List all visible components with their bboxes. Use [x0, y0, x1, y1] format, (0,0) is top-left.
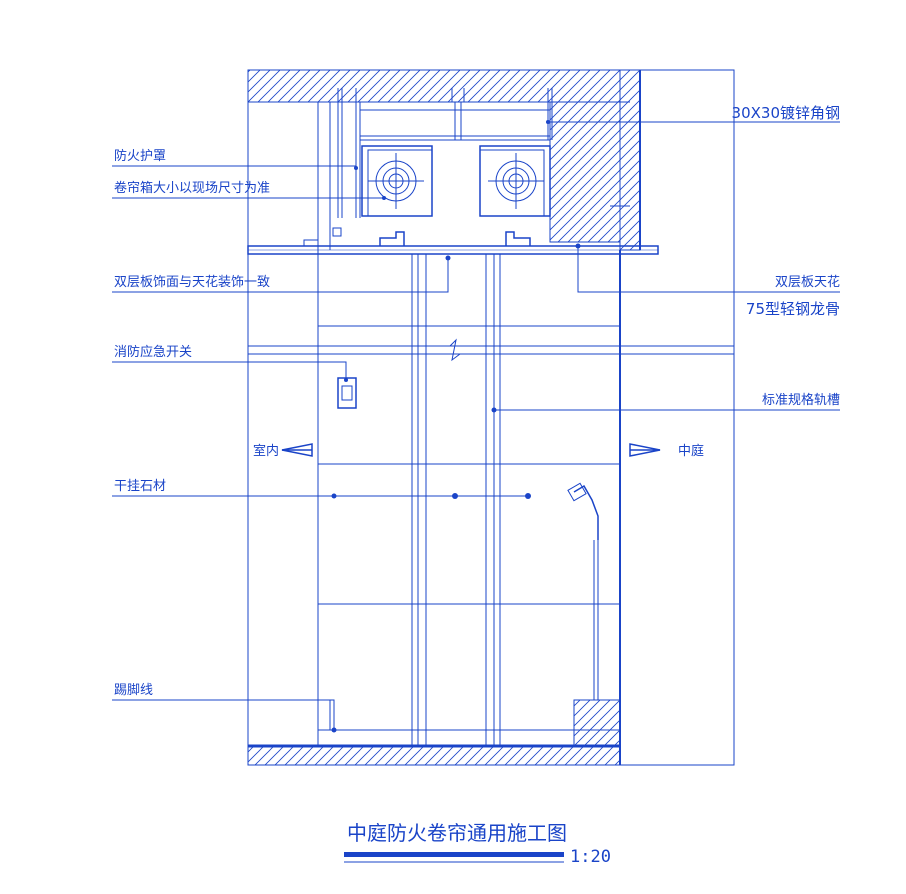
label-indoor: 室内 — [253, 443, 279, 459]
outer-frame — [247, 69, 735, 766]
right-column — [549, 101, 621, 243]
floor-slab — [247, 745, 621, 766]
label-dry-stone: 干挂石材 — [114, 479, 166, 494]
title-underline — [344, 852, 564, 857]
label-keel: 75型轻钢龙骨 — [746, 300, 840, 318]
drawing-scale: 1:20 — [570, 847, 611, 867]
label-track: 标准规格轨槽 — [762, 392, 840, 408]
label-fire-cover: 防火护罩 — [114, 148, 166, 164]
top-slab — [247, 69, 621, 103]
label-box-size: 卷帘箱大小以现场尺寸为准 — [114, 180, 270, 196]
label-double-board-face: 双层板饰面与天花装饰一致 — [114, 274, 270, 290]
drawing-title: 中庭防火卷帘通用施工图 — [347, 821, 567, 845]
label-skirting: 踢脚线 — [114, 682, 153, 698]
sprinkler — [573, 484, 599, 540]
sprinkler-base — [573, 699, 621, 747]
label-double-ceiling: 双层板天花 — [775, 274, 840, 290]
label-atrium: 中庭 — [678, 443, 704, 459]
right-wall-upper — [619, 69, 641, 251]
label-angle-steel: 30X30镀锌角钢 — [732, 104, 840, 122]
fire-switch — [337, 377, 357, 409]
label-fire-switch: 消防应急开关 — [114, 344, 192, 360]
